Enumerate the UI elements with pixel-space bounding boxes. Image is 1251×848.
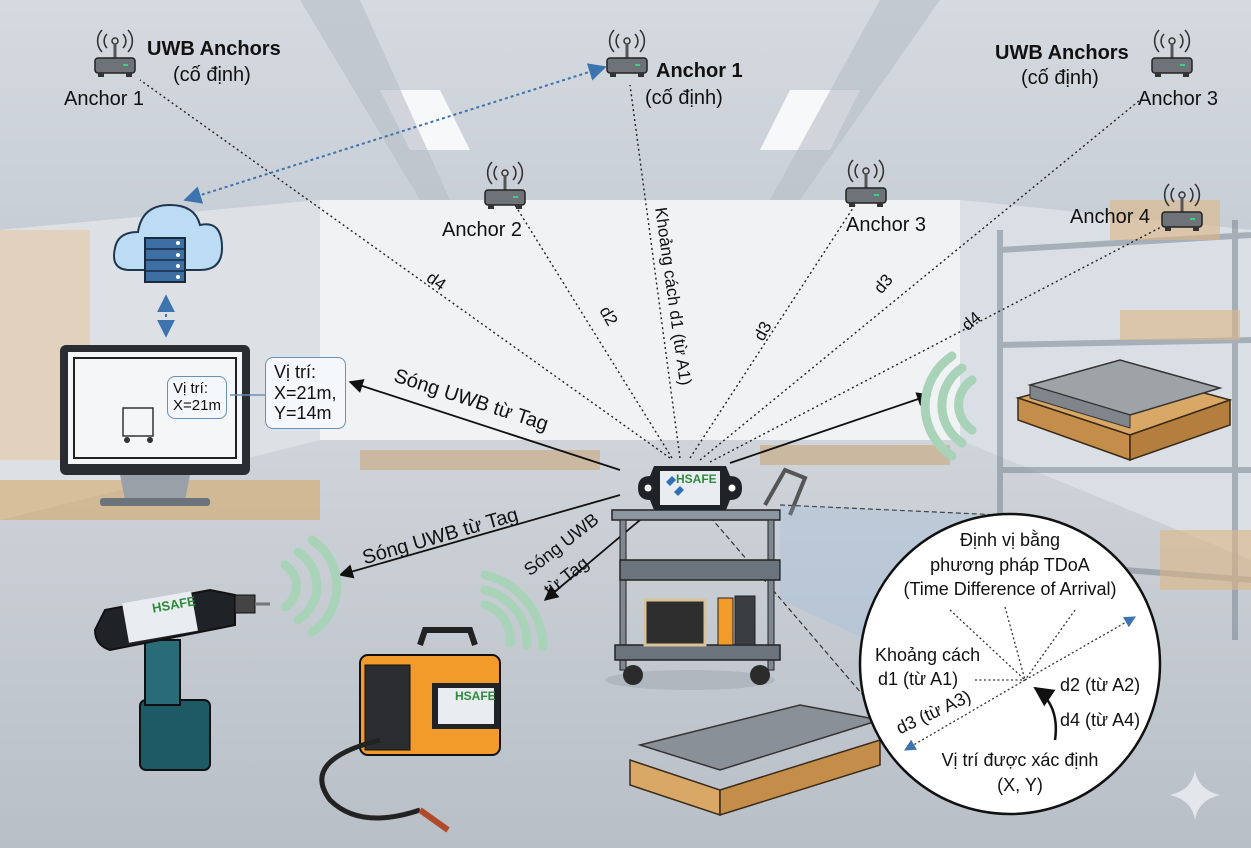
line-d3-mid xyxy=(689,204,856,459)
anchor-2-label: Anchor 2 xyxy=(442,219,523,241)
monitor-outer-callout: Vị trí: X=21m, Y=14m xyxy=(265,357,346,430)
tdoa-title-2: phương pháp TDoA xyxy=(930,555,1090,575)
anchor-group-left-title: UWB Anchors xyxy=(147,38,281,60)
anchor-group-right-subtitle: (cố định) xyxy=(1021,67,1099,89)
wave-arrow-pallet xyxy=(729,392,932,464)
anchor-group-left-subtitle: (cố định) xyxy=(173,64,251,86)
floor-pallet-icon xyxy=(629,704,881,817)
drill-icon xyxy=(93,588,270,771)
cloud-link-line xyxy=(183,63,607,204)
line-d4-right xyxy=(709,224,1166,463)
anchor-3-mid-label: Anchor 3 xyxy=(846,214,927,236)
wave-arcs-pallet xyxy=(920,351,977,461)
tdoa-result-2: (X, Y) xyxy=(997,775,1043,795)
cloud-server-icon xyxy=(113,203,224,283)
tdoa-title-1: Định vị bằng xyxy=(959,530,1061,550)
tdoa-circle xyxy=(858,512,1162,816)
outer-callout-line1: Vị trí: xyxy=(274,362,317,382)
outer-callout-line3: Y=14m xyxy=(274,403,332,424)
inner-callout-line1: Vị trí: xyxy=(173,380,209,397)
tag-brand-cart: HSAFE xyxy=(676,472,717,486)
sparkle-icon xyxy=(1170,770,1220,820)
distance-lines xyxy=(139,79,1166,463)
wave-arcs-welder xyxy=(480,570,548,652)
tdoa-result-1: Vị trí được xác định xyxy=(941,750,1099,770)
tag-brand-welder: HSAFE xyxy=(455,689,496,703)
anchor-top-subtitle: (cố định) xyxy=(645,87,723,109)
steel-pallet-icon xyxy=(1015,359,1233,462)
wave-arrow-monitor xyxy=(348,379,621,471)
wave-arcs-drill xyxy=(280,535,342,637)
welder-icon xyxy=(319,627,501,833)
anchor-4-label: Anchor 4 xyxy=(1070,206,1151,228)
tdoa-d1-line2: d1 (từ A1) xyxy=(878,669,959,689)
tdoa-d2: d2 (từ A2) xyxy=(1060,675,1141,695)
tdoa-d1-line1: Khoảng cách xyxy=(875,645,981,665)
wave-arrow-drill xyxy=(338,494,621,579)
anchor-group-right-title: UWB Anchors xyxy=(995,42,1129,64)
anchor-3-right-label: Anchor 3 xyxy=(1138,88,1219,110)
outer-callout-line2: X=21m, xyxy=(274,382,337,403)
tdoa-d4: d4 (từ A4) xyxy=(1060,710,1141,730)
anchor-1-left-label: Anchor 1 xyxy=(64,88,145,110)
tdoa-title-3: (Time Difference of Arrival) xyxy=(903,579,1117,599)
monitor-inner-callout: Vị trí: X=21m xyxy=(167,376,227,419)
anchor-top-title: Anchor 1 xyxy=(656,60,743,82)
inner-callout-line2: X=21m xyxy=(173,397,221,415)
line-d4-left xyxy=(139,79,671,459)
